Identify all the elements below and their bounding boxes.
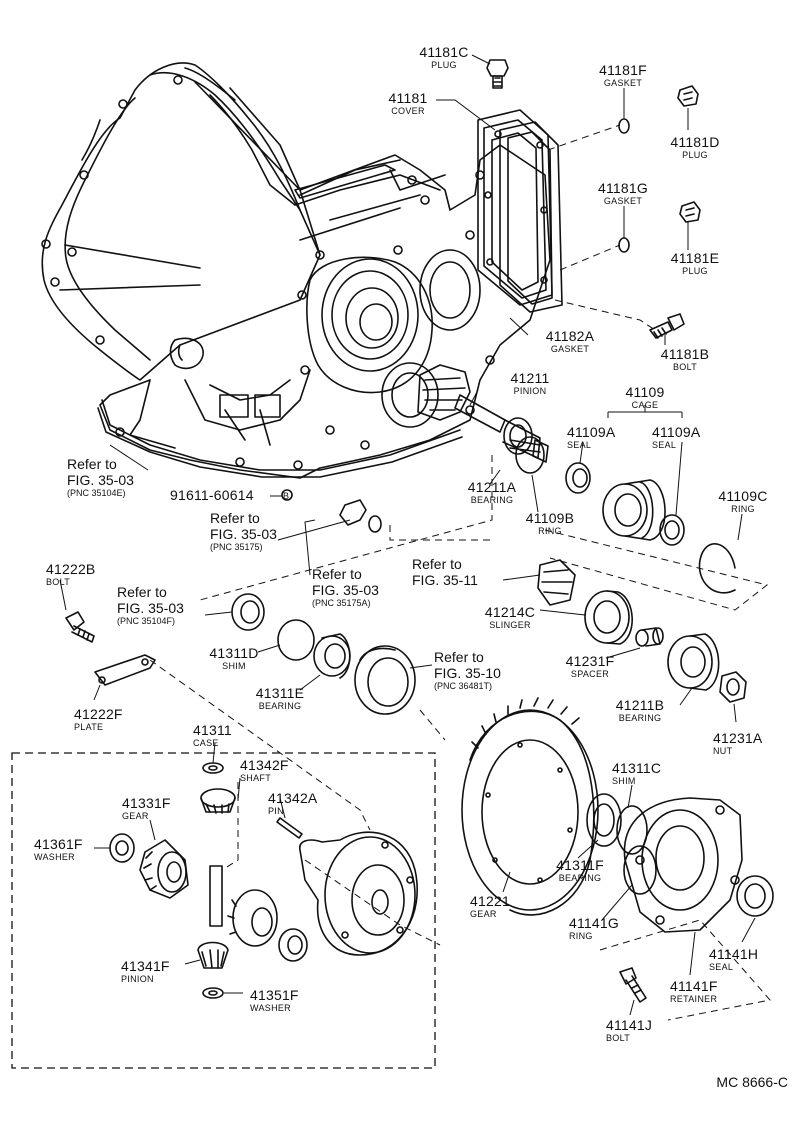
cover-41181 — [477, 109, 553, 306]
side-gear-41331f — [139, 839, 189, 899]
ring-41109b — [515, 436, 545, 474]
retainer-41141f — [623, 797, 743, 933]
bearing-41311f — [586, 793, 622, 847]
seal-ref-36481t — [354, 645, 416, 715]
bearing-41311e — [313, 633, 351, 679]
seal-41109a-right — [659, 514, 685, 546]
shaft-41342f — [209, 865, 223, 927]
bolt-symbol-b: B — [283, 491, 289, 501]
diff-gear-top — [200, 788, 236, 814]
side-gear-right — [227, 889, 278, 947]
shim-41311c — [616, 805, 648, 855]
diff-pinion-41341f — [197, 941, 229, 969]
bearing-41211b — [667, 633, 720, 691]
leader-lines — [59, 54, 756, 1016]
ref-35-11: Refer to FIG. 35-11 — [412, 556, 478, 588]
diagram-code: MC 8666-C — [716, 1074, 788, 1090]
seal-ref-35104f — [231, 593, 265, 631]
plug-41181c — [486, 59, 509, 89]
diff-case-41311 — [299, 831, 418, 956]
washer-41351f — [202, 987, 224, 999]
pinion-shaft-41211 — [454, 394, 549, 463]
cage-41109 — [602, 479, 666, 541]
gasket-41181g — [618, 237, 630, 253]
ref-35104e: Refer to FIG. 35-03 (PNC 35104E) — [67, 456, 134, 498]
washer-41361f — [109, 833, 135, 863]
bolt-41141j — [619, 967, 647, 1003]
dashed-guide-lines — [149, 124, 771, 1021]
ring-41109c — [698, 543, 736, 594]
diff-washer-top — [202, 762, 224, 774]
gasket-41182a — [499, 121, 563, 313]
plug-41181e — [679, 201, 701, 223]
ring-gear-41221 — [461, 697, 599, 916]
bolt-91611-60614 — [281, 489, 382, 533]
seal-41109a-left — [565, 462, 591, 494]
washer-right — [278, 928, 308, 962]
bolt-41181b — [649, 313, 685, 339]
pin-41342a — [276, 817, 303, 839]
label-91611-60614: 91611-60614 — [170, 487, 254, 503]
ref-35175a: Refer to FIG. 35-03 (PNC 35175A) — [312, 566, 379, 608]
spacer-41231f — [635, 627, 664, 647]
ref-35104f: Refer to FIG. 35-03 (PNC 35104F) — [117, 584, 184, 626]
ref-35175: Refer to FIG. 35-03 (PNC 35175) — [210, 510, 277, 552]
seal-41141h — [736, 875, 774, 917]
gasket-41181f — [618, 118, 630, 134]
nut-41231a — [719, 671, 747, 703]
ring-41141g — [623, 845, 657, 895]
plate-41222f — [94, 654, 156, 686]
pinion-ref-35-11 — [537, 559, 576, 606]
slinger-41214c — [584, 590, 633, 645]
transaxle-housing — [41, 62, 551, 479]
bolt-41222b — [65, 611, 95, 643]
ref-36481t: Refer to FIG. 35-10 (PNC 36481T) — [434, 649, 501, 691]
plug-41181d — [677, 85, 699, 107]
differential-assembly-box — [11, 752, 436, 1069]
shim-41311d — [277, 619, 315, 661]
